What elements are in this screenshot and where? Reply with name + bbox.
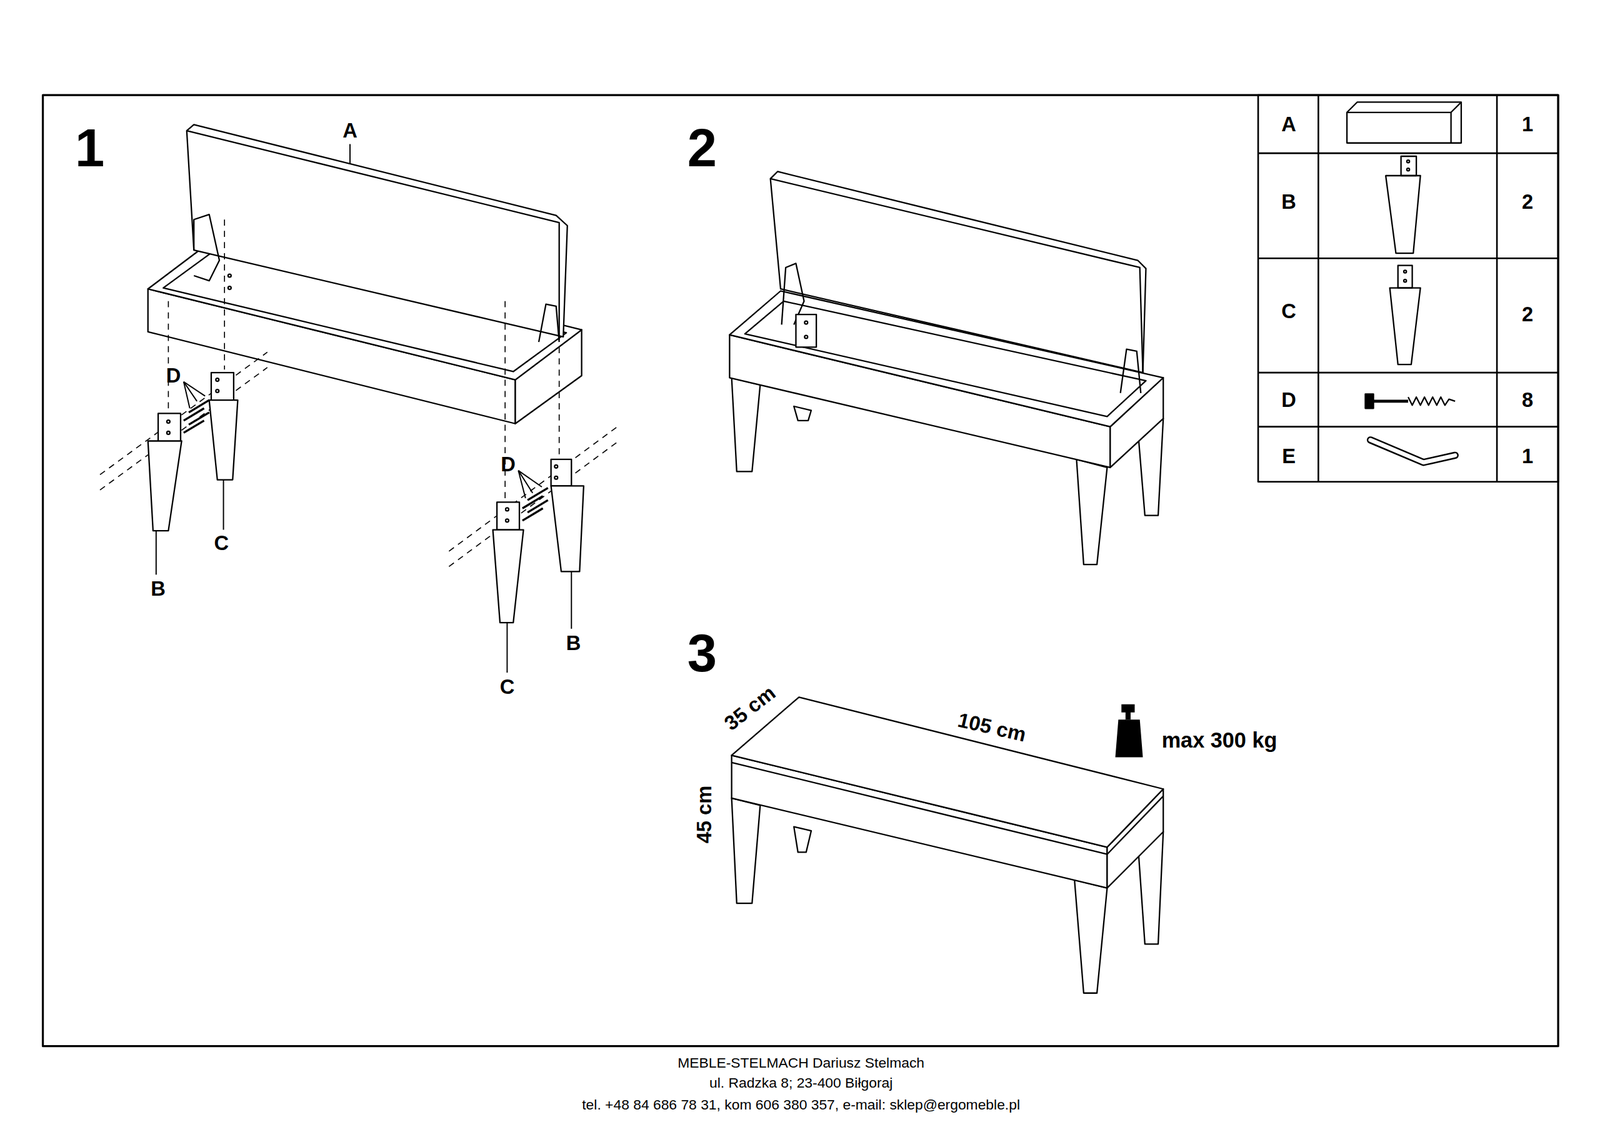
part-letter: C: [500, 676, 515, 697]
table-cell: 1: [1521, 445, 1534, 467]
step2-drawing: [729, 171, 1164, 565]
step3-drawing: [731, 696, 1164, 993]
part-letter: D: [500, 454, 516, 475]
frame: [43, 95, 1559, 1047]
part-letter: D: [166, 365, 182, 386]
table-cell: B: [1281, 191, 1297, 213]
step-number: 1: [75, 121, 105, 175]
parts-table: [1258, 95, 1559, 482]
part-letter: A: [342, 120, 358, 142]
dimension: 45 cm: [693, 785, 715, 844]
part-letter: C: [213, 532, 229, 554]
footer-text: tel. +48 84 686 78 31, kom 606 380 357, …: [581, 1096, 1020, 1112]
table-cell: 8: [1521, 390, 1534, 411]
dimension: 35 cm: [720, 682, 779, 735]
part-letter: B: [150, 578, 166, 600]
footer-text: MEBLE-STELMACH Dariusz Stelmach: [677, 1055, 925, 1070]
step-number: 3: [687, 626, 717, 680]
table-cell: 2: [1521, 304, 1534, 325]
part-letter: B: [566, 632, 582, 654]
table-cell: 1: [1521, 114, 1534, 135]
table-cell: A: [1281, 114, 1297, 135]
table-cell: E: [1281, 445, 1296, 467]
leader-lines: [156, 143, 572, 673]
step-number: 2: [687, 121, 717, 175]
table-cell: C: [1281, 301, 1297, 322]
part-icons: [1346, 101, 1462, 462]
footer-text: ul. Radzka 8; 23-400 Biłgoraj: [709, 1075, 893, 1090]
load-limit: max 300 kg: [1161, 729, 1278, 751]
dimension: 105 cm: [955, 710, 1028, 746]
table-cell: 2: [1521, 191, 1534, 213]
table-cell: D: [1281, 390, 1297, 411]
weight-icon: [1115, 704, 1143, 758]
step1-drawing: [100, 124, 618, 673]
